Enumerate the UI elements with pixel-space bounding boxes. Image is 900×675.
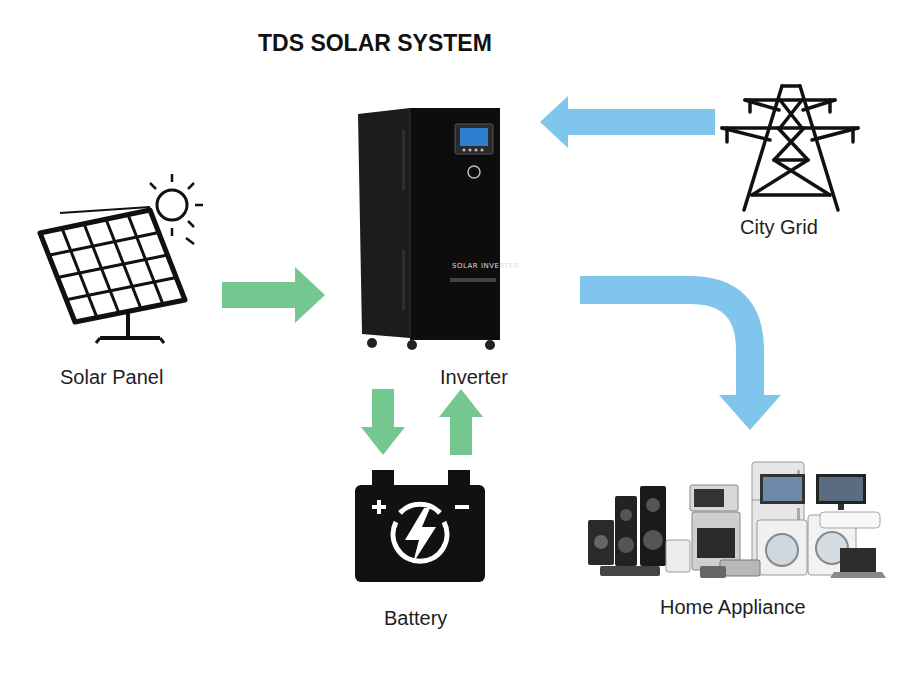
transmission-tower-icon — [722, 86, 858, 210]
flow-arrow — [540, 96, 715, 148]
home-appliance-node: Home Appliance — [575, 430, 885, 625]
flow-arrow — [361, 389, 405, 455]
flow-arrow — [580, 290, 781, 430]
cabinet-label: SOLAR INVERTER — [452, 262, 519, 270]
battery-icon — [355, 470, 485, 582]
node-label: City Grid — [740, 216, 818, 239]
node-label: Inverter — [440, 366, 508, 389]
battery-node: Battery — [345, 455, 495, 635]
diagram-title: TDS SOLAR SYSTEM — [258, 30, 492, 57]
inverter-cabinet — [358, 108, 500, 350]
solar-panel-icon — [40, 174, 203, 343]
home-appliances-icon — [588, 462, 886, 578]
node-label: Home Appliance — [660, 596, 806, 619]
node-label: Solar Panel — [60, 366, 163, 389]
flow-arrow — [439, 389, 483, 455]
solar-panel-node: Solar Panel — [40, 180, 215, 395]
inverter-node: Inverter — [330, 100, 535, 395]
node-label: Battery — [384, 607, 447, 630]
city-grid-node: City Grid — [715, 80, 870, 245]
flow-arrow — [222, 267, 325, 323]
